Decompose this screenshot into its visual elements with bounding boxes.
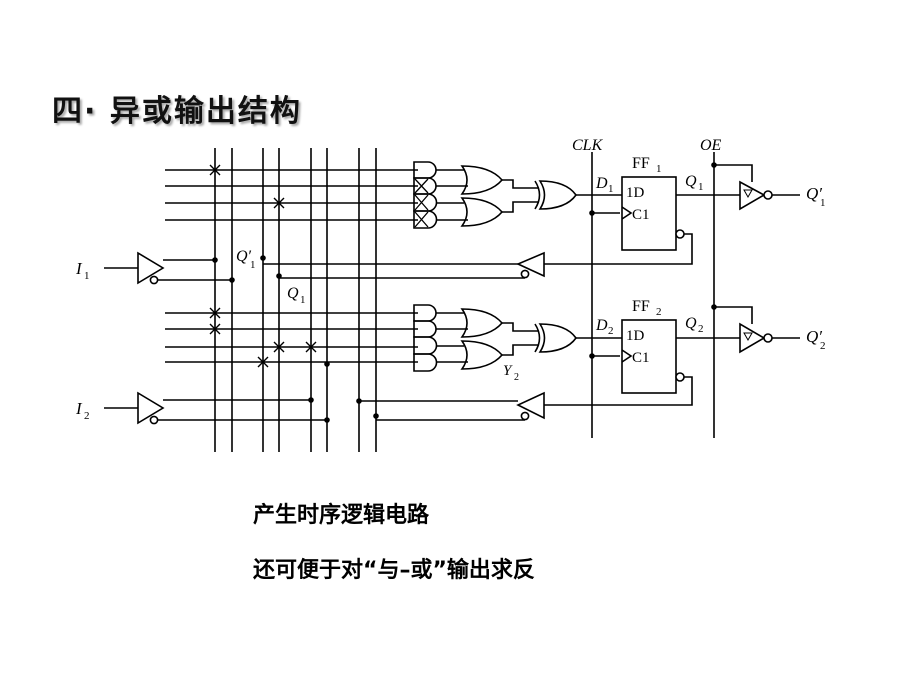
- ff1-label-sub: 1: [656, 163, 662, 175]
- ff2-box: [621, 319, 677, 394]
- output-buffer-1: [739, 180, 800, 211]
- q1-label: Q: [685, 173, 697, 190]
- y2-label-sub: 2: [514, 372, 519, 383]
- y2-label: Y: [503, 363, 513, 379]
- bullet-sequential-logic: 产生时序逻辑电路: [253, 503, 430, 528]
- ff1-clock-triangle: [621, 206, 633, 220]
- q1-feedback-label: Q: [287, 285, 299, 302]
- q1p-feedback-label: Q′: [236, 248, 252, 265]
- ff1-c1: C1: [632, 207, 650, 223]
- ff2-clock-triangle: [621, 349, 633, 363]
- i1-label: I: [75, 259, 83, 278]
- or-gates: [436, 165, 504, 370]
- d2-label-sub: 2: [608, 325, 614, 337]
- oe-enable-2: [714, 306, 753, 324]
- ff2-qbar-bubble: [675, 372, 685, 382]
- i1-label-sub: 1: [84, 270, 90, 282]
- i2-label: I: [75, 399, 83, 418]
- output-buffer-2: [739, 322, 800, 354]
- feedback-2: [359, 376, 693, 421]
- ff1-box: [621, 176, 677, 251]
- q1-label-sub: 1: [698, 181, 704, 193]
- ff1-label: FF: [632, 155, 650, 172]
- diagram-labels: CLK OE FF 1 FF 2 1D C1 1D C1 D 1 D 2 Q 1…: [75, 137, 826, 422]
- d2-label: D: [595, 317, 608, 334]
- q1p-out-label: Q′: [806, 184, 822, 203]
- i2-label-sub: 2: [84, 410, 90, 422]
- connection-dots: [212, 255, 379, 423]
- ff1-qbar-bubble: [675, 229, 685, 239]
- slide-title: 四· 异或输出结构: [52, 94, 302, 129]
- oe-label: OE: [700, 137, 722, 154]
- d1-label-sub: 1: [608, 183, 614, 195]
- xor-gates: [502, 179, 577, 356]
- input-buffer-2: [104, 391, 327, 425]
- q1p-out-label-sub: 1: [820, 197, 826, 209]
- q2p-out-label-sub: 2: [820, 340, 826, 352]
- bullet-invert-and-or: 还可便于对“与–或”输出求反: [253, 558, 535, 583]
- q2-label-sub: 2: [698, 323, 704, 335]
- ff2-c1: C1: [632, 350, 650, 366]
- q1-feedback-label-sub: 1: [300, 294, 306, 306]
- input-buffer-1: [104, 251, 232, 285]
- and-gates-group-2: [413, 304, 438, 372]
- ff1-1d: 1D: [626, 185, 645, 201]
- fuse-crosses: [209, 164, 317, 368]
- q2p-out-label: Q′: [806, 327, 822, 346]
- ff2-label: FF: [632, 298, 650, 315]
- clk-branches: [592, 212, 620, 357]
- feedback-1: [263, 233, 693, 279]
- oe-enable-1: [714, 164, 753, 182]
- and-gates-group-1: [413, 161, 438, 229]
- clk-label: CLK: [572, 137, 604, 154]
- ff2-1d: 1D: [626, 328, 645, 344]
- q2-label: Q: [685, 315, 697, 332]
- product-term-lines: [165, 169, 418, 363]
- ff2-label-sub: 2: [656, 306, 662, 318]
- d1-label: D: [595, 175, 608, 192]
- q1p-feedback-label-sub: 1: [250, 259, 256, 271]
